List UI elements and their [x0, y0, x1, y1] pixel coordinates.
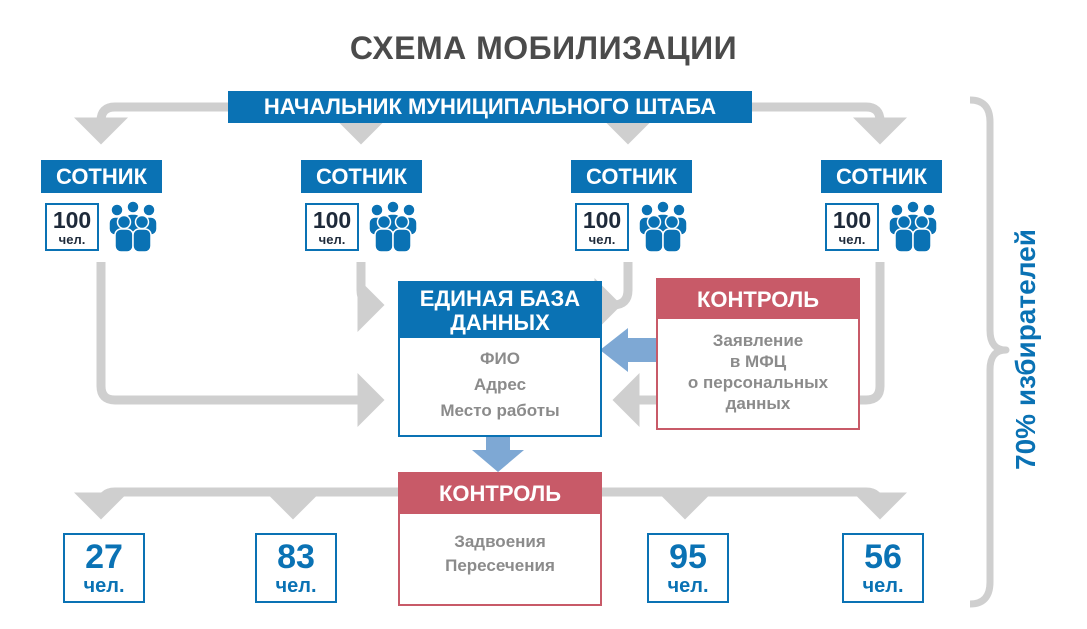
- result-count: 27: [85, 538, 123, 576]
- control-line: Пересечения: [445, 556, 555, 575]
- database-title: ЕДИНАЯ БАЗА ДАННЫХ: [400, 283, 600, 338]
- people-group-icon: [638, 200, 688, 252]
- control-title: КОНТРОЛЬ: [658, 280, 858, 319]
- unified-database-box: ЕДИНАЯ БАЗА ДАННЫХ ФИО Адрес Место работ…: [398, 281, 602, 437]
- db-to-control-arrow: [472, 434, 524, 472]
- sotnik-label: СОТНИК: [41, 160, 162, 193]
- people-group-icon: [368, 200, 418, 252]
- database-field: Адрес: [473, 375, 527, 394]
- control-mfc-box: КОНТРОЛЬ Заявление в МФЦ о персональных …: [656, 278, 860, 430]
- control-line: в МФЦ: [729, 352, 787, 371]
- result-count: 95: [669, 538, 707, 576]
- control-line: данных: [725, 394, 791, 413]
- head-to-sotnik-4-line: [752, 102, 907, 145]
- result-box-4: 56 чел.: [842, 533, 924, 603]
- result-box-3: 95 чел.: [647, 533, 729, 603]
- sotnik-unit: чел.: [58, 231, 86, 247]
- result-unit: чел.: [83, 575, 125, 597]
- sotnik-1-to-db-line: [96, 262, 385, 427]
- people-group-icon: [888, 200, 938, 252]
- sotnik-count-box: 100 чел.: [45, 203, 99, 251]
- control-to-result-1-line: [74, 487, 398, 520]
- result-unit: чел.: [275, 575, 317, 597]
- control-duplicates-box: КОНТРОЛЬ Задвоения Пересечения: [398, 472, 602, 606]
- sotnik-unit-3: СОТНИК 100 чел.: [571, 160, 696, 260]
- control-line: Заявление: [712, 331, 804, 350]
- control-description: Задвоения Пересечения: [400, 514, 600, 578]
- control-description: Заявление в МФЦ о персональных данных: [658, 319, 858, 414]
- database-fields: ФИО Адрес Место работы: [400, 338, 600, 424]
- database-title-line-2: ДАННЫХ: [450, 309, 550, 335]
- people-group-icon: [108, 200, 158, 252]
- sotnik-2-to-db-line: [356, 262, 385, 332]
- result-unit: чел.: [862, 575, 904, 597]
- sotnik-unit-2: СОТНИК 100 чел.: [301, 160, 426, 260]
- sotnik-3-to-db-line: [594, 262, 633, 332]
- database-field: Место работы: [440, 401, 560, 420]
- head-to-sotnik-1-line: [74, 102, 228, 145]
- control-to-db-arrow: [600, 328, 657, 372]
- sotnik-unit-1: СОТНИК 100 чел.: [41, 160, 166, 260]
- control-to-result-4-line: [598, 487, 907, 520]
- control-line: Задвоения: [454, 532, 546, 551]
- result-count: 56: [864, 538, 902, 576]
- control-line: о персональных: [687, 373, 829, 392]
- result-unit: чел.: [667, 575, 709, 597]
- sotnik-count: 100: [52, 206, 92, 233]
- sotnik-count-box: 100 чел.: [575, 203, 629, 251]
- sotnik-unit: чел.: [318, 231, 346, 247]
- database-field: ФИО: [480, 349, 520, 368]
- sotnik-4-to-db-line: [612, 262, 885, 427]
- sotnik-count: 100: [832, 206, 872, 233]
- sotnik-unit-4: СОТНИК 100 чел.: [821, 160, 946, 260]
- voter-share-label: 70% избирателей: [1010, 229, 1041, 470]
- sotnik-count: 100: [582, 206, 622, 233]
- database-title-line-1: ЕДИНАЯ БАЗА: [419, 285, 581, 311]
- result-box-2: 83 чел.: [255, 533, 337, 603]
- sotnik-unit: чел.: [838, 231, 866, 247]
- head-of-headquarters-box: НАЧАЛЬНИК МУНИЦИПАЛЬНОГО ШТАБА: [228, 91, 752, 123]
- sotnik-count-box: 100 чел.: [305, 203, 359, 251]
- sotnik-label: СОТНИК: [301, 160, 422, 193]
- result-box-1: 27 чел.: [63, 533, 145, 603]
- side-brace: [969, 96, 1010, 608]
- result-count: 83: [277, 538, 315, 576]
- sotnik-unit: чел.: [588, 231, 616, 247]
- sotnik-label: СОТНИК: [571, 160, 692, 193]
- control-title: КОНТРОЛЬ: [400, 474, 600, 514]
- sotnik-count: 100: [312, 206, 352, 233]
- page-title: СХЕМА МОБИЛИЗАЦИИ: [349, 30, 738, 66]
- sotnik-label: СОТНИК: [821, 160, 942, 193]
- sotnik-count-box: 100 чел.: [825, 203, 879, 251]
